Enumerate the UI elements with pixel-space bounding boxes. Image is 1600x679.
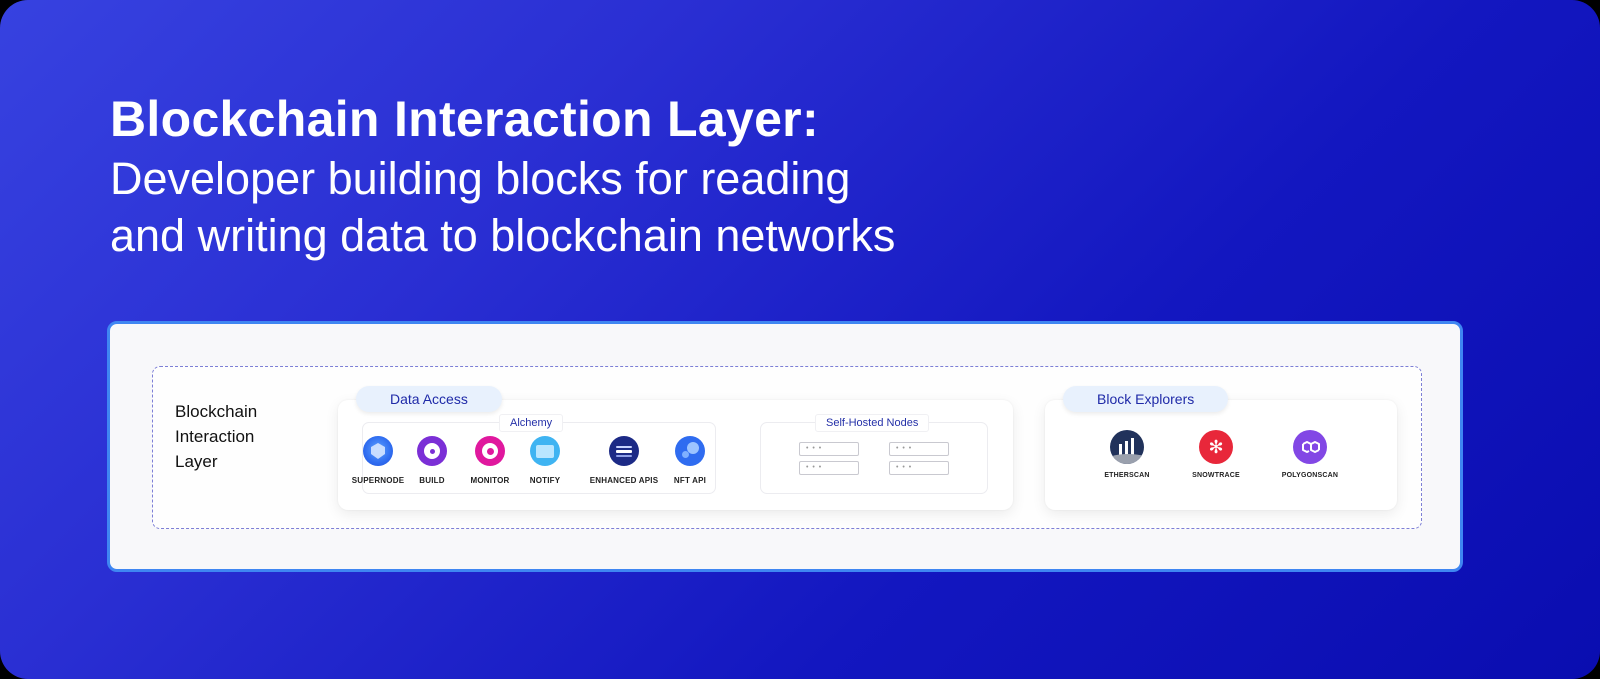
- polygonscan-icon: [1293, 430, 1327, 464]
- block-explorers-tab: Block Explorers: [1063, 386, 1229, 412]
- headline-title: Blockchain Interaction Layer:: [110, 91, 819, 147]
- enhanced-apis-item: ENHANCED APIS: [579, 436, 669, 485]
- supernode-label: SUPERNODE: [351, 476, 405, 485]
- headline-subtitle-line1: Developer building blocks for reading: [110, 153, 851, 204]
- layer-label: Blockchain Interaction Layer: [175, 399, 257, 474]
- supernode-item: SUPERNODE: [333, 436, 423, 485]
- polygonscan-label: POLYGONSCAN: [1281, 472, 1339, 479]
- layer-label-line3: Layer: [175, 452, 218, 471]
- snowtrace-item: ✻ SNOWTRACE: [1171, 430, 1261, 479]
- enhanced-apis-icon: [609, 436, 639, 466]
- snowtrace-label: SNOWTRACE: [1192, 472, 1240, 479]
- node-row: • • •: [799, 442, 859, 456]
- alchemy-label: Alchemy: [499, 414, 564, 432]
- data-access-tab: Data Access: [356, 386, 502, 412]
- headline: Blockchain Interaction Layer: Developer …: [110, 88, 895, 264]
- snowflake-glyph: ✻: [1208, 437, 1224, 457]
- notify-icon: [530, 436, 560, 466]
- nft-api-icon: [675, 436, 705, 466]
- etherscan-item: ETHERSCAN: [1082, 430, 1172, 479]
- node-row: • • •: [799, 461, 859, 475]
- node-row: • • •: [889, 442, 949, 456]
- interaction-layer-boundary: Blockchain Interaction Layer Data Access…: [152, 366, 1422, 529]
- diagram-panel: Blockchain Interaction Layer Data Access…: [107, 321, 1463, 572]
- monitor-icon: [475, 436, 505, 466]
- alchemy-group: Alchemy SUPERNODE BUILD: [352, 414, 716, 494]
- notify-item: NOTIFY: [500, 436, 590, 485]
- snowtrace-icon: ✻: [1199, 430, 1233, 464]
- polygonscan-item: POLYGONSCAN: [1265, 430, 1355, 479]
- data-access-card: Data Access Alchemy SUPERNODE BUILD: [338, 386, 1013, 510]
- monitor-item: MONITOR: [445, 436, 535, 485]
- headline-subtitle-line2: and writing data to blockchain networks: [110, 210, 896, 261]
- nft-api-label: NFT API: [673, 476, 707, 485]
- supernode-icon: [363, 436, 393, 466]
- layer-label-line2: Interaction: [175, 427, 255, 446]
- nft-api-item: NFT API: [645, 436, 735, 485]
- build-icon: [417, 436, 447, 466]
- block-explorers-card: Block Explorers ETHERSCAN ✻ SNOWTRACE: [1045, 386, 1397, 510]
- self-hosted-nodes-group: Self-Hosted Nodes • • • • • • • • • • • …: [760, 414, 988, 494]
- self-hosted-nodes-label: Self-Hosted Nodes: [815, 414, 930, 432]
- monitor-label: MONITOR: [470, 476, 510, 485]
- node-row: • • •: [889, 461, 949, 475]
- build-label: BUILD: [419, 476, 445, 485]
- etherscan-icon: [1110, 430, 1144, 464]
- layer-label-line1: Blockchain: [175, 402, 258, 421]
- enhanced-apis-label: ENHANCED APIS: [589, 476, 659, 485]
- notify-label: NOTIFY: [529, 476, 561, 485]
- build-item: BUILD: [387, 436, 477, 485]
- etherscan-label: ETHERSCAN: [1104, 472, 1150, 479]
